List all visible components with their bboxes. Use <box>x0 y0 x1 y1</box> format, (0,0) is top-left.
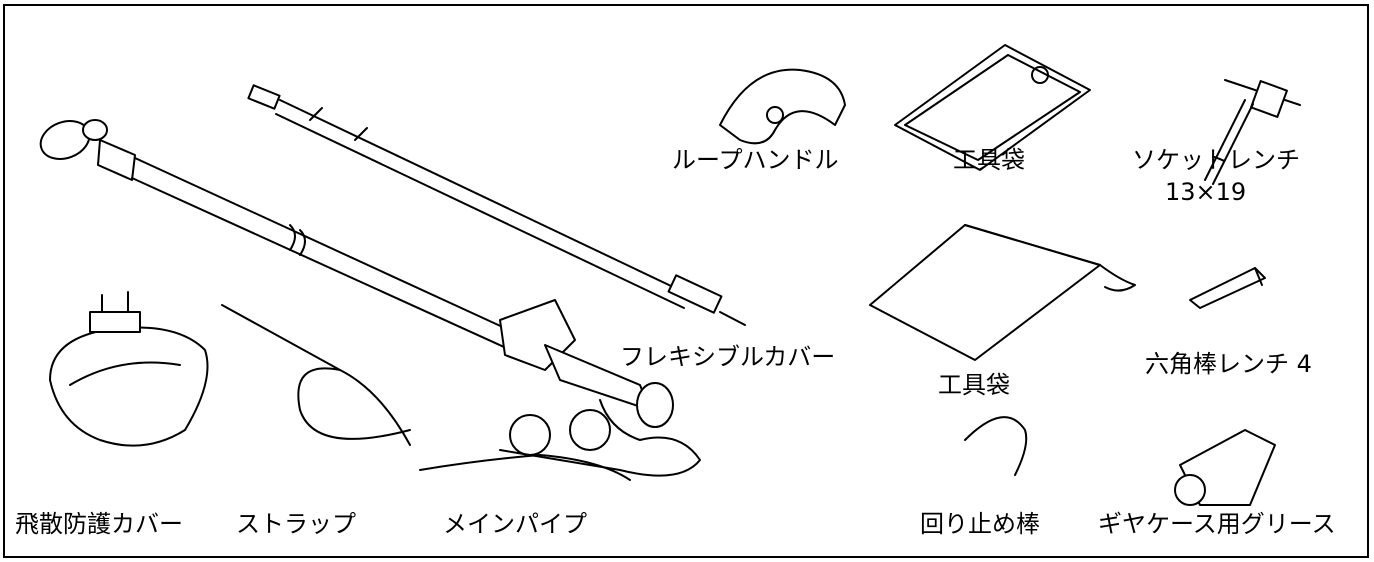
label-socket-wrench: ソケットレンチ <box>1132 146 1300 174</box>
tool-bag-bottom-drawing <box>869 224 1136 361</box>
scatter-guard-drawing <box>49 291 209 447</box>
label-loop-handle: ループハンドル <box>672 146 839 174</box>
label-socket-wrench-size: 13×19 <box>1165 178 1247 206</box>
label-main-pipe: メインパイプ <box>443 510 587 538</box>
label-flexible-cover: フレキシブルカバー <box>620 343 836 371</box>
label-tool-bag-bottom: 工具袋 <box>938 371 1010 399</box>
grease-tube-drawing <box>1174 429 1276 506</box>
hex-wrench-drawing <box>1189 267 1266 309</box>
tool-bag-top-drawing <box>894 44 1091 171</box>
label-stopper-rod: 回り止め棒 <box>920 510 1040 538</box>
loop-handle-drawing <box>719 68 846 145</box>
flexible-cover-drawing <box>247 84 746 326</box>
strap-drawing <box>221 304 411 446</box>
cable-drawing <box>419 409 631 481</box>
diagram-frame <box>3 4 1369 558</box>
main-pipe-drawing <box>39 119 701 477</box>
label-strap: ストラップ <box>236 510 356 538</box>
label-scatter-guard: 飛散防護カバー <box>15 510 183 538</box>
stopper-rod-drawing <box>964 416 1028 476</box>
label-tool-bag-top: 工具袋 <box>953 146 1025 174</box>
socket-wrench-drawing <box>1204 79 1301 185</box>
label-hex-wrench: 六角棒レンチ 4 <box>1145 350 1312 378</box>
label-gear-case-grease: ギヤケース用グリース <box>1098 510 1336 538</box>
